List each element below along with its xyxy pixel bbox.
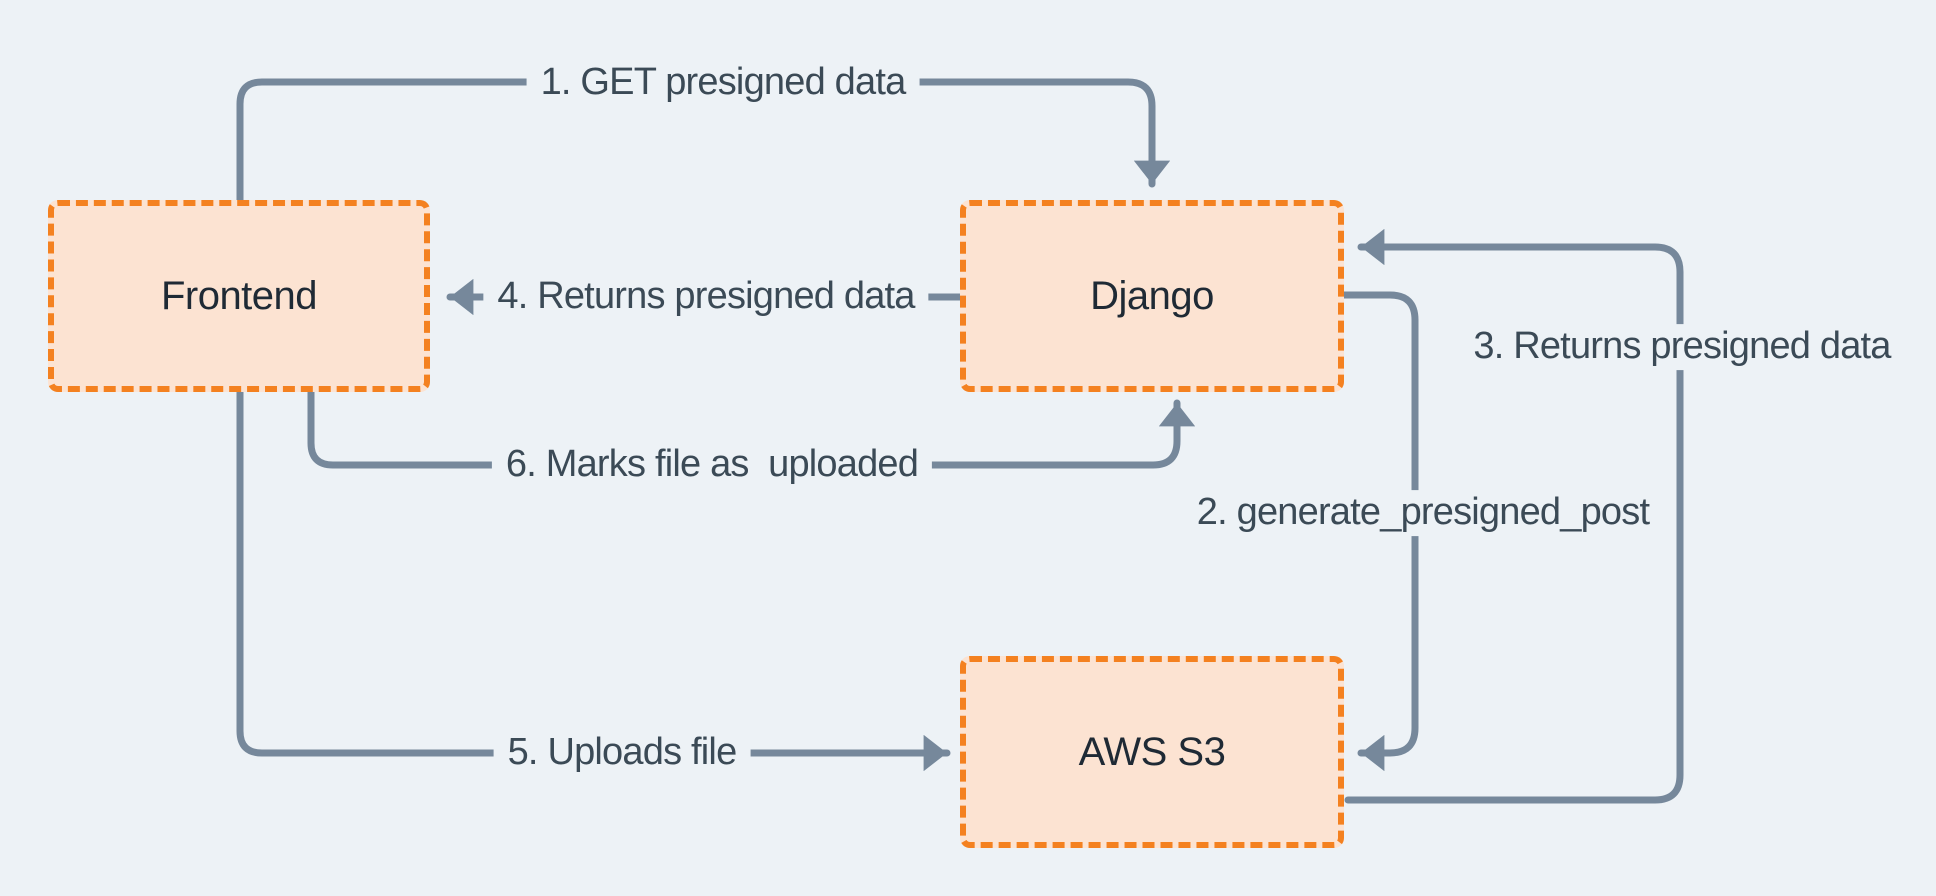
frontend-node: Frontend (48, 200, 430, 392)
frontend-node-label: Frontend (160, 273, 318, 318)
edge-label-returns-presigned-data-django: 4. Returns presigned data (483, 274, 929, 320)
django-node-label: Django (1090, 273, 1214, 318)
django-node: Django (960, 200, 1344, 392)
edge-label-returns-presigned-data-s3: 3. Returns presigned data (1459, 324, 1905, 370)
aws-s3-node-label: AWS S3 (1078, 729, 1226, 774)
edge-label-get-presigned-data: 1. GET presigned data (526, 60, 920, 106)
edge-5-arrow (236, 388, 951, 772)
edge-label-uploads-file: 5. Uploads file (493, 730, 751, 776)
edge-3-arrow (1344, 228, 1684, 804)
edge-label-generate-presigned-post: 2. generate_presigned_post (1182, 490, 1664, 536)
edge-label-marks-file-uploaded: 6. Marks file as uploaded (491, 442, 933, 488)
aws-s3-node: AWS S3 (960, 656, 1344, 848)
